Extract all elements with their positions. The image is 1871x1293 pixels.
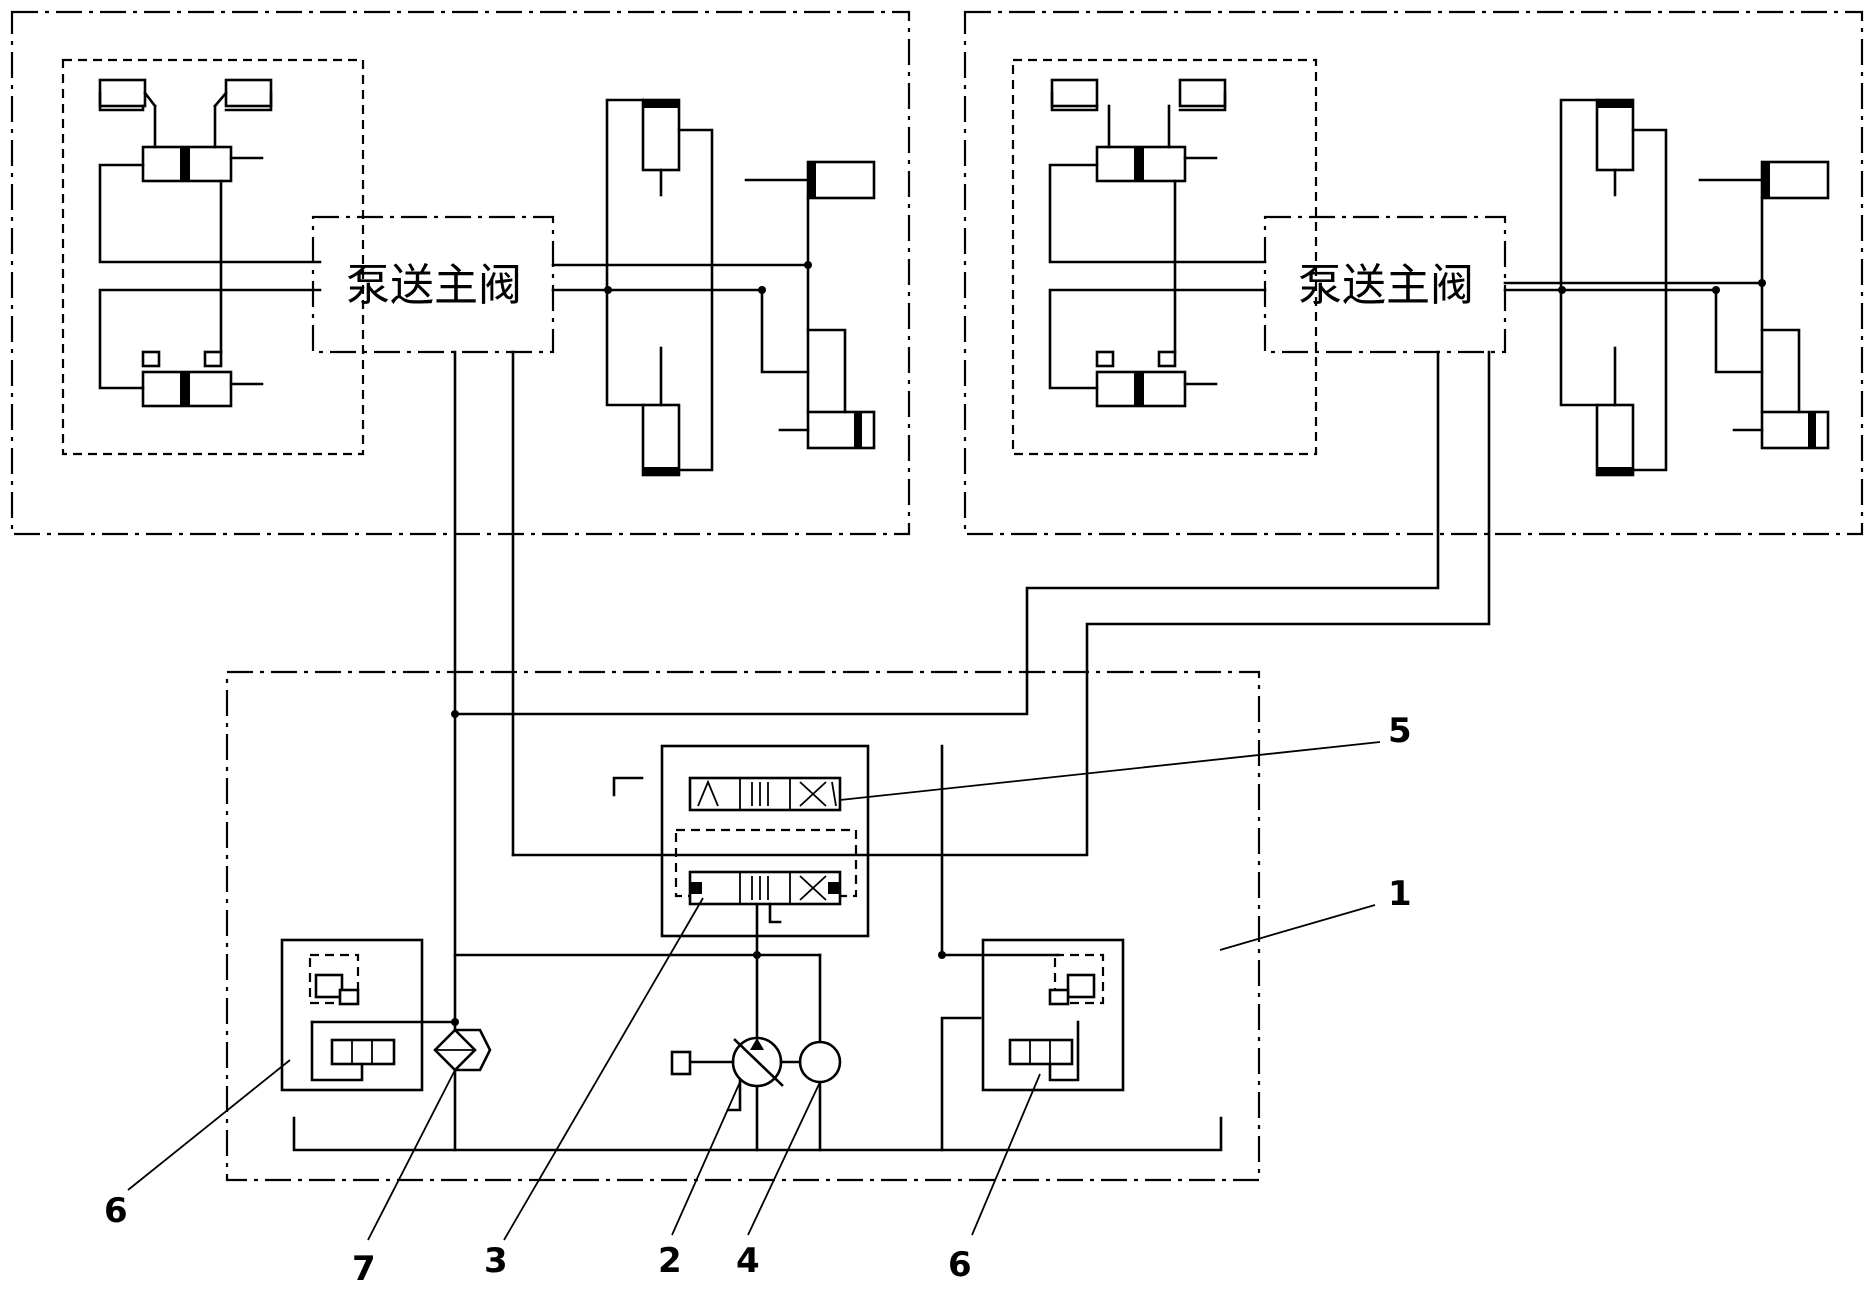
left-swing-cylinder-group-box <box>61 58 365 456</box>
callout-4: 4 <box>736 1241 760 1281</box>
right-relief-valve-block <box>981 938 1125 1092</box>
callout-6-right: 6 <box>948 1245 972 1285</box>
return-filter <box>433 1028 492 1152</box>
right-pump-main-valve-label: 泵送主阀 <box>1298 260 1474 311</box>
callout-6-left: 6 <box>104 1191 128 1231</box>
left-top-pumping-cylinder <box>641 98 681 172</box>
right-top-pumping-cylinder <box>1595 98 1635 172</box>
callout-2: 2 <box>658 1241 682 1281</box>
drive-motor <box>779 1040 842 1084</box>
right-upper-horizontal-cylinder <box>1760 160 1830 200</box>
variable-pump <box>670 1036 784 1112</box>
right-lower-right-relief <box>1157 350 1177 368</box>
right-upper-right-check-valve <box>1178 78 1227 108</box>
right-lower-horizontal-cylinder <box>1760 410 1830 450</box>
callout-7: 7 <box>352 1249 376 1289</box>
right-relief-valve <box>1008 953 1105 1082</box>
left-upper-left-check-valve <box>98 78 147 108</box>
callout-1: 1 <box>1388 874 1412 914</box>
right-pump-unit-box <box>963 10 1864 536</box>
left-pump-unit-box <box>10 10 911 536</box>
right-bottom-pumping-cylinder <box>1595 403 1635 477</box>
callout-3: 3 <box>484 1241 508 1281</box>
left-upper-horizontal-cylinder <box>806 160 876 200</box>
left-relief-valve <box>308 953 459 1082</box>
left-pump-main-valve-label: 泵送主阀 <box>346 260 522 311</box>
left-bottom-pumping-cylinder <box>641 403 681 477</box>
left-relief-valve-block <box>280 938 424 1092</box>
left-lower-horizontal-cylinder <box>806 410 876 450</box>
directional-valve-box <box>660 744 870 938</box>
left-lower-left-relief <box>141 350 161 368</box>
right-lower-left-relief <box>1095 350 1115 368</box>
left-pump-unit: 泵送主阀 <box>61 58 876 1032</box>
upper-directional-valve <box>688 776 842 812</box>
left-upper-right-check-valve <box>224 78 273 108</box>
right-pump-unit: 泵送主阀 <box>451 58 1830 857</box>
left-pump-main-valve <box>311 215 555 354</box>
lower-directional-valve <box>688 870 842 906</box>
power-unit <box>280 744 1223 1152</box>
callout-5: 5 <box>1388 711 1412 751</box>
right-swing-cylinder-group-box <box>1011 58 1318 456</box>
power-unit-box <box>225 670 1261 1182</box>
right-upper-left-check-valve <box>1050 78 1099 108</box>
left-lower-right-relief <box>203 350 223 368</box>
right-pump-main-valve <box>1263 215 1507 354</box>
